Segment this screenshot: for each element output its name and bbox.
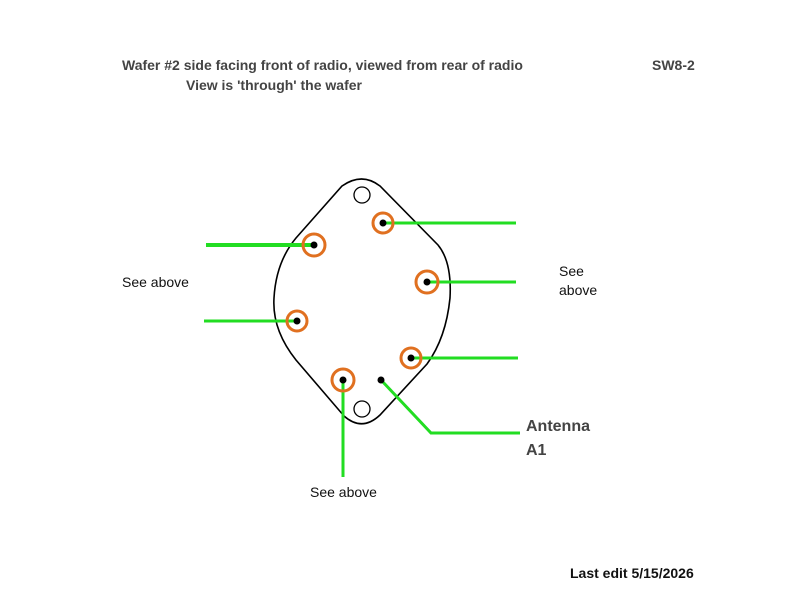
label-antenna-id: A1 bbox=[526, 442, 547, 459]
terminal-right-bottom bbox=[399, 346, 423, 370]
lead-antenna bbox=[379, 378, 520, 435]
terminal-bottom bbox=[330, 367, 356, 393]
label-see-above-right-line2: above bbox=[559, 282, 598, 298]
diagram-title-line1: Wafer #2 side facing front of radio, vie… bbox=[122, 57, 523, 73]
label-see-above-right-line1: See bbox=[559, 263, 584, 279]
terminal-right-top bbox=[371, 211, 395, 235]
sheet-id: SW8-2 bbox=[652, 57, 695, 73]
terminal-left-lower bbox=[285, 309, 309, 333]
terminal-left-upper bbox=[301, 232, 327, 258]
terminal-antenna bbox=[377, 376, 385, 384]
mounting-hole-top bbox=[353, 186, 371, 204]
terminal-right-middle bbox=[414, 269, 440, 295]
wafer-outline bbox=[273, 178, 452, 425]
diagram-title-line2: View is 'through' the wafer bbox=[186, 77, 362, 93]
last-edit-date: Last edit 5/15/2026 bbox=[570, 565, 694, 581]
label-see-above-bottom: See above bbox=[310, 484, 377, 500]
label-antenna: Antenna bbox=[526, 418, 590, 435]
label-see-above-left: See above bbox=[122, 274, 189, 290]
mounting-hole-bottom bbox=[353, 400, 371, 418]
